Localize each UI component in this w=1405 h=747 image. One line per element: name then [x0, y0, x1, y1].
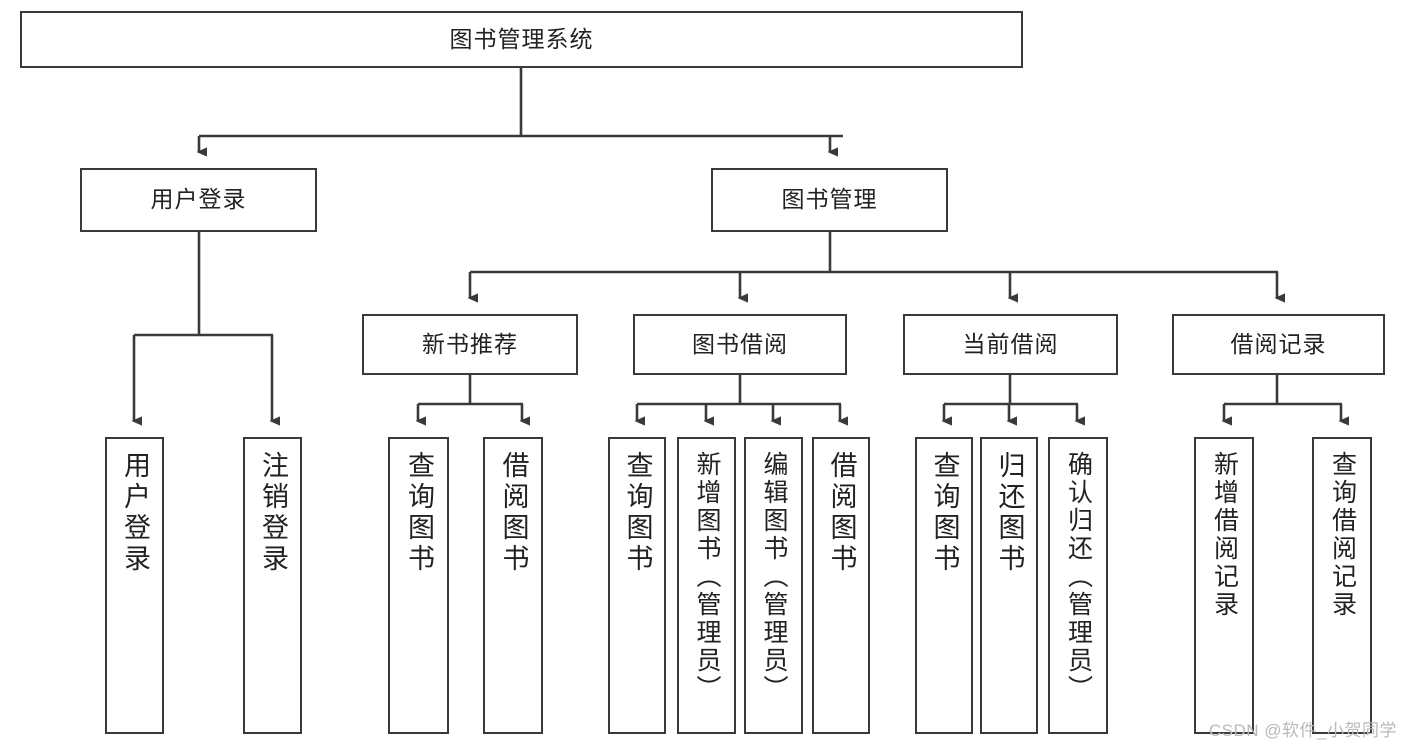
- node-leaf-user-logout-label: 注销登录: [258, 451, 288, 575]
- node-root-label: 图书管理系统: [449, 25, 594, 52]
- csdn-watermark: CSDN @软件_小贺同学: [1208, 721, 1397, 740]
- node-leaf-rec-add[interactable]: 新增借阅记录: [1194, 437, 1254, 734]
- node-leaf-borrow-edit-label: 编辑图书（管理员）: [760, 451, 788, 703]
- node-new-book-rec[interactable]: 新书推荐: [362, 314, 578, 375]
- node-leaf-borrow-add-label: 新增图书（管理员）: [693, 451, 721, 703]
- node-borrow-record[interactable]: 借阅记录: [1172, 314, 1385, 375]
- node-book-mgmt[interactable]: 图书管理: [711, 168, 948, 232]
- node-book-borrow[interactable]: 图书借阅: [633, 314, 847, 375]
- node-current-borrow-label: 当前借阅: [962, 330, 1059, 357]
- node-leaf-user-login-label: 用户登录: [120, 451, 150, 575]
- node-leaf-rec-search[interactable]: 查询借阅记录: [1312, 437, 1372, 734]
- node-leaf-rec-query[interactable]: 查询图书: [388, 437, 449, 734]
- node-leaf-cur-return-label: 归还图书: [994, 451, 1025, 575]
- node-leaf-borrow-query-label: 查询图书: [622, 451, 653, 575]
- node-leaf-cur-confirm[interactable]: 确认归还（管理员）: [1048, 437, 1108, 734]
- node-user-login-label: 用户登录: [150, 186, 247, 213]
- node-leaf-borrow-do-label: 借阅图书: [826, 451, 857, 575]
- node-new-book-rec-label: 新书推荐: [422, 330, 518, 357]
- node-leaf-borrow-edit[interactable]: 编辑图书（管理员）: [744, 437, 803, 734]
- node-book-borrow-label: 图书借阅: [692, 330, 788, 357]
- node-leaf-borrow-query[interactable]: 查询图书: [608, 437, 666, 734]
- node-leaf-rec-query-label: 查询图书: [404, 451, 434, 575]
- node-leaf-user-logout[interactable]: 注销登录: [243, 437, 302, 734]
- node-leaf-cur-query-label: 查询图书: [929, 451, 960, 575]
- node-leaf-rec-borrow[interactable]: 借阅图书: [483, 437, 543, 734]
- node-current-borrow[interactable]: 当前借阅: [903, 314, 1118, 375]
- node-user-login[interactable]: 用户登录: [80, 168, 317, 232]
- node-root[interactable]: 图书管理系统: [20, 11, 1023, 68]
- node-leaf-cur-confirm-label: 确认归还（管理员）: [1064, 451, 1093, 703]
- node-leaf-cur-query[interactable]: 查询图书: [915, 437, 973, 734]
- node-leaf-rec-search-label: 查询借阅记录: [1328, 451, 1357, 619]
- node-leaf-rec-borrow-label: 借阅图书: [498, 451, 529, 575]
- node-leaf-cur-return[interactable]: 归还图书: [980, 437, 1038, 734]
- node-leaf-rec-add-label: 新增借阅记录: [1210, 451, 1239, 619]
- node-leaf-borrow-do[interactable]: 借阅图书: [812, 437, 870, 734]
- node-borrow-record-label: 借阅记录: [1230, 330, 1327, 357]
- node-book-mgmt-label: 图书管理: [781, 186, 878, 213]
- node-leaf-borrow-add[interactable]: 新增图书（管理员）: [677, 437, 736, 734]
- node-leaf-user-login[interactable]: 用户登录: [105, 437, 164, 734]
